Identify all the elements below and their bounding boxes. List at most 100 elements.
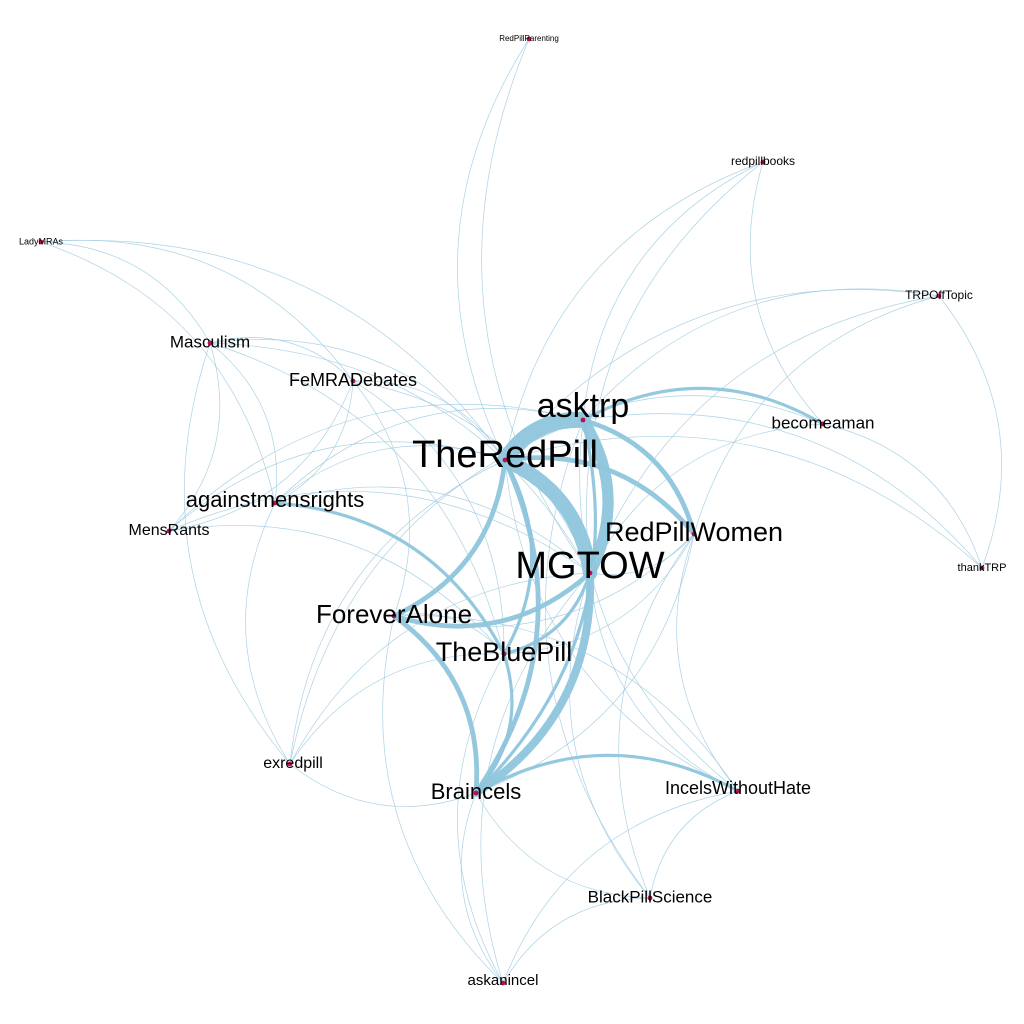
edge-BlackPillScience-asktrp (545, 419, 651, 899)
edge-IncelsWithoutHate-asktrp (579, 419, 739, 792)
edge-exredpill-TheRedPill (289, 459, 506, 765)
edge-TheRedPill-becomeaman (504, 395, 824, 461)
edge-MensRants-MGTOW (168, 490, 591, 574)
edge-FeMRADebates-MensRants (168, 380, 354, 532)
edge-asktrp-RedPillWomen (580, 417, 697, 537)
edge-MGTOW-TRPOffTopic (589, 295, 940, 574)
node-label-thankTRP: thankTRP (958, 562, 1007, 574)
edge-Masculism-TheBluePill (209, 342, 505, 655)
edge-RedPillWomen-TRPOffTopic (693, 295, 940, 535)
node-label-againstmensrights: againstmensrights (186, 487, 365, 512)
edge-TheRedPill-TRPOffTopic (504, 289, 940, 461)
edge-asktrp-thankTRP (582, 413, 983, 569)
edge-layer (40, 38, 1002, 984)
node-label-Braincels: Braincels (431, 779, 521, 804)
node-label-exredpill: exredpill (263, 755, 323, 772)
edge-TheRedPill-asktrp (497, 411, 591, 468)
node-becomeaman (820, 421, 826, 427)
node-label-MensRants: MensRants (129, 522, 210, 539)
edge-becomeaman-redpillbooks (749, 161, 824, 425)
edge-FeMRADebates-MGTOW (352, 380, 591, 574)
node-TRPOffTopic (936, 293, 942, 299)
edge-exredpill-TheBluePill (289, 653, 505, 765)
edge-TheRedPill-TheBluePill (502, 458, 534, 656)
node-label-IncelsWithoutHate: IncelsWithoutHate (665, 778, 811, 798)
node-label-asktrp: asktrp (537, 387, 630, 425)
edge-FeMRADebates-TheBluePill (352, 380, 505, 655)
edge-TRPOffTopic-thankTRP (938, 295, 1002, 569)
node-layer (38, 36, 985, 986)
edge-asktrp-TRPOffTopic (582, 288, 940, 421)
edge-TheRedPill-RedPillWomen (502, 455, 697, 537)
edge-BlackPillScience-RedPillWomen (618, 533, 695, 899)
node-askanincel (500, 980, 506, 986)
edge-Braincels-IncelsWithoutHate (474, 753, 740, 795)
edge-BlackPillScience-Braincels (475, 792, 651, 899)
edge-LadyMRAs-againstmensrights (40, 241, 276, 504)
edge-asktrp-redpillbooks (582, 161, 764, 421)
edge-MGTOW-TheBluePill (502, 571, 592, 656)
node-label-askanincel: askanincel (468, 972, 539, 989)
edge-TheRedPill-redpillbooks (504, 161, 764, 461)
node-LadyMRAs (38, 239, 44, 245)
edge-BlackPillScience-MGTOW (569, 572, 651, 899)
node-RedPillWomen (691, 531, 697, 537)
node-label-Masculism: Masculism (170, 332, 250, 351)
node-label-TRPOffTopic: TRPOffTopic (905, 288, 973, 302)
edge-Masculism-MGTOW (209, 342, 591, 574)
edge-Masculism-againstmensrights (209, 342, 278, 504)
edge-TheBluePill-Braincels (474, 652, 514, 795)
node-FeMRADebates (350, 378, 356, 384)
edge-Braincels-exredpill (289, 763, 477, 807)
edge-FeMRADebates-againstmensrights (274, 380, 354, 504)
node-label-BlackPillScience: BlackPillScience (588, 887, 713, 906)
edge-IncelsWithoutHate-TheRedPill (504, 459, 739, 792)
edge-MGTOW-redpillbooks (586, 161, 764, 574)
node-label-becomeaman: becomeaman (771, 413, 874, 432)
edge-RedPillWomen-MGTOW (589, 533, 695, 575)
edge-MGTOW-RedPillParenting (481, 38, 591, 574)
edge-MGTOW-becomeaman (589, 423, 824, 574)
edge-IncelsWithoutHate-RedPillWomen (676, 533, 739, 792)
edge-askanincel-ForeverAlone (382, 615, 504, 984)
node-againstmensrights (272, 500, 278, 506)
node-label-RedPillParenting: RedPillParenting (499, 34, 559, 43)
edge-Masculism-MensRants (168, 342, 221, 532)
node-redpillbooks (760, 159, 766, 165)
node-label-TheRedPill: TheRedPill (412, 434, 598, 476)
edge-asktrp-Braincels (474, 418, 598, 795)
edge-RedPillWomen-TheBluePill (503, 533, 695, 655)
node-RedPillParenting (526, 36, 532, 42)
node-label-RedPillWomen: RedPillWomen (605, 517, 783, 547)
edge-FeMRADebates-TheRedPill (352, 380, 506, 461)
edge-MGTOW-ForeverAlone (391, 570, 593, 629)
node-label-LadyMRAs: LadyMRAs (19, 236, 64, 246)
edge-ForeverAlone-TheBluePill (393, 613, 505, 655)
edge-askanincel-TheBluePill (457, 653, 505, 984)
node-asktrp (580, 417, 586, 423)
edge-askanincel-MGTOW (480, 572, 591, 984)
edge-askanincel-IncelsWithoutHate (502, 790, 739, 984)
edge-MensRants-TheRedPill (168, 441, 506, 532)
node-TheBluePill (501, 651, 507, 657)
node-Braincels (473, 790, 479, 796)
edge-TheRedPill-ForeverAlone (391, 457, 508, 619)
edge-asktrp-becomeaman (581, 386, 825, 426)
edge-exredpill-MGTOW (289, 572, 591, 765)
edge-MensRants-asktrp (168, 403, 584, 532)
node-label-ForeverAlone: ForeverAlone (316, 599, 472, 629)
edge-ForeverAlone-IncelsWithoutHate (393, 615, 739, 792)
node-TheRedPill (502, 457, 508, 463)
edge-IncelsWithoutHate-MGTOW (589, 572, 739, 792)
edge-TheRedPill-RedPillParenting (457, 38, 530, 461)
node-MensRants (166, 528, 172, 534)
node-label-TheBluePill: TheBluePill (436, 637, 573, 667)
edge-FeMRADebates-ForeverAlone (352, 380, 410, 617)
edge-againstmensrights-asktrp (274, 408, 584, 504)
node-MGTOW (587, 570, 593, 576)
node-IncelsWithoutHate (735, 788, 741, 794)
edge-TheRedPill-thankTRP (504, 435, 983, 569)
node-label-MGTOW: MGTOW (515, 545, 664, 587)
